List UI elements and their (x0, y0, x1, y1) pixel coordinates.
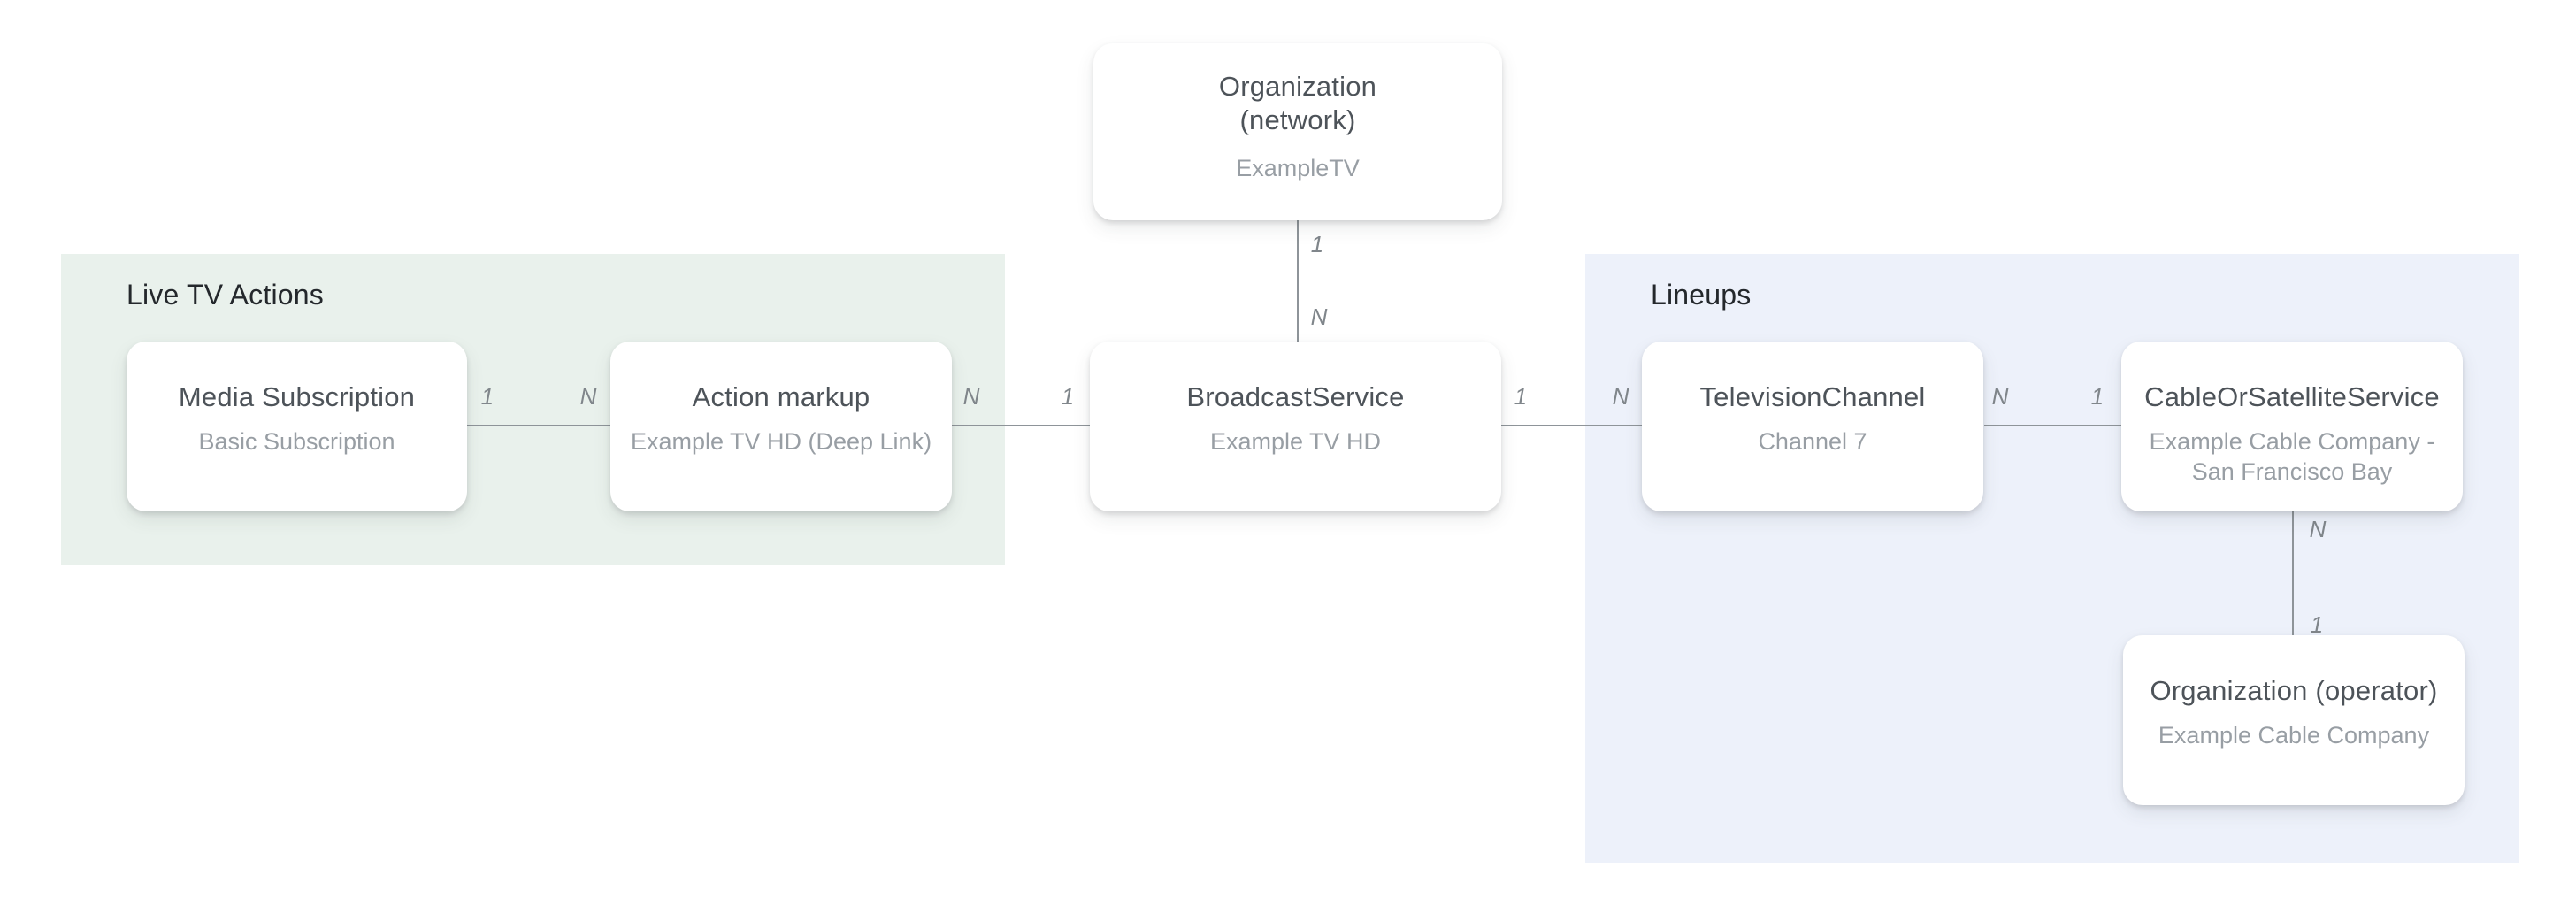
connector-media-subscription-to-action-markup (467, 425, 610, 426)
cardinality-label: 1 (2310, 611, 2324, 638)
node-title: BroadcastService (1186, 381, 1405, 412)
node-title: Organization (operator) (2150, 675, 2438, 706)
node-broadcast-service: BroadcastService Example TV HD (1090, 342, 1501, 511)
connector-broadcast-service-to-television-channel (1501, 425, 1642, 426)
node-subtitle: Example Cable Company (2158, 722, 2430, 749)
cardinality-label: N (1310, 303, 1328, 330)
node-subtitle: Example TV HD (1209, 428, 1382, 455)
node-subtitle: Basic Subscription (198, 428, 395, 455)
cardinality-label: N (2309, 516, 2327, 542)
cardinality-label: N (962, 383, 980, 410)
node-subtitle: ExampleTV (1236, 155, 1360, 181)
node-subtitle: Example Cable Company - San Francisco Ba… (2149, 428, 2435, 485)
region-title-live-tv-actions: Live TV Actions (126, 279, 324, 311)
node-subtitle: Example TV HD (Deep Link) (630, 428, 932, 455)
node-organization-network: Organization (network) ExampleTV (1093, 43, 1502, 220)
connector-cable-service-to-org-operator (2292, 511, 2294, 635)
node-title: Action markup (692, 381, 870, 412)
node-title: CableOrSatelliteService (2144, 381, 2440, 412)
node-action-markup: Action markup Example TV HD (Deep Link) (610, 342, 952, 511)
connector-org-network-to-broadcast-service (1297, 220, 1299, 342)
node-subtitle: Channel 7 (1758, 428, 1867, 455)
cardinality-label: 1 (480, 383, 494, 410)
cardinality-label: 1 (1514, 383, 1528, 410)
region-title-lineups: Lineups (1651, 279, 1752, 311)
connector-television-channel-to-cable-service (1984, 425, 2121, 426)
cardinality-label: 1 (1310, 231, 1324, 257)
cardinality-label: N (579, 383, 597, 410)
node-organization-operator: Organization (operator) Example Cable Co… (2123, 635, 2465, 805)
node-television-channel: TelevisionChannel Channel 7 (1642, 342, 1983, 511)
node-title: TelevisionChannel (1699, 381, 1926, 412)
connector-action-markup-to-broadcast-service (952, 425, 1090, 426)
node-title: Organization (network) (1218, 71, 1377, 135)
node-media-subscription: Media Subscription Basic Subscription (126, 342, 467, 511)
cardinality-label: 1 (2090, 383, 2104, 410)
cardinality-label: N (1991, 383, 2009, 410)
cardinality-label: N (1612, 383, 1629, 410)
cardinality-label: 1 (1061, 383, 1075, 410)
node-title: Media Subscription (178, 381, 416, 412)
node-cable-or-satellite-service: CableOrSatelliteService Example Cable Co… (2121, 342, 2463, 511)
